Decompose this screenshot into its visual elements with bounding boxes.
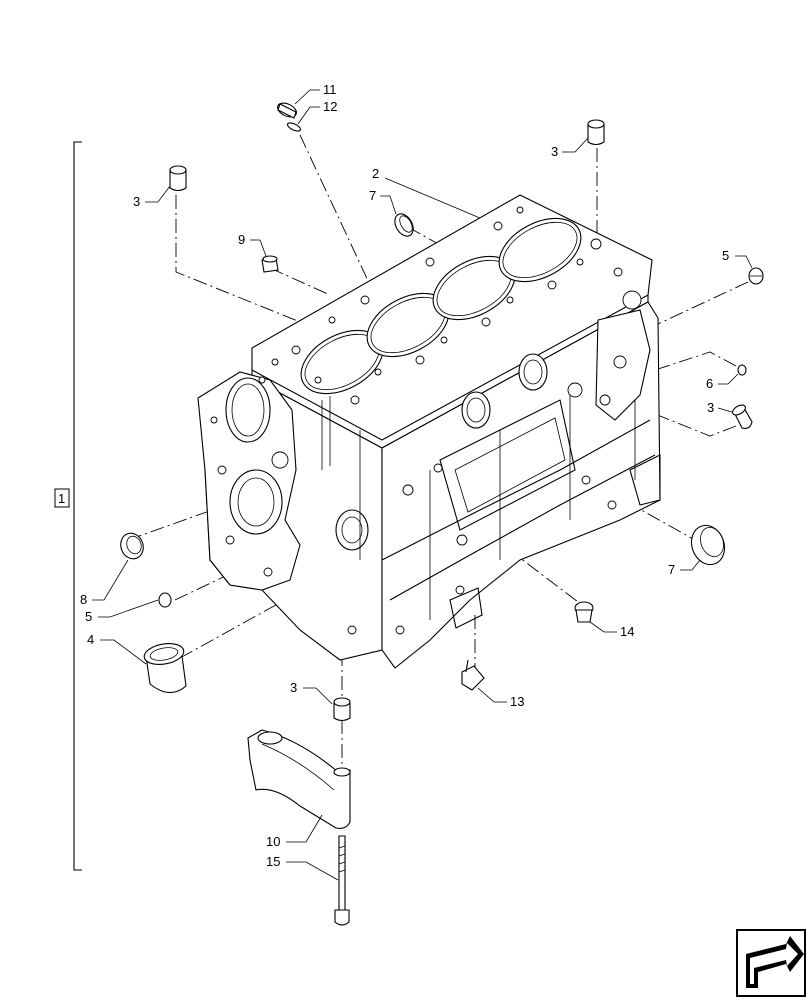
svg-text:3: 3 (707, 400, 714, 415)
callout-3-top-right: 3 (551, 137, 589, 159)
bearing-cap-item-10 (247, 729, 351, 829)
deck-holes (271, 206, 623, 405)
svg-text:7: 7 (369, 188, 376, 203)
callout-14: 14 (589, 621, 634, 639)
svg-text:6: 6 (706, 376, 713, 391)
bushing-item-7-top (394, 213, 414, 237)
group-label-box (54, 488, 70, 508)
dowel-sleeve-top-left (169, 165, 187, 192)
bearing-bushing-item-4 (143, 643, 187, 694)
svg-text:11: 11 (323, 82, 337, 97)
svg-text:14: 14 (620, 624, 634, 639)
dowel-sleeve-bottom (333, 697, 351, 722)
svg-text:3: 3 (133, 194, 140, 209)
plug-item-5-left (158, 592, 172, 608)
callout-15: 15 (266, 854, 339, 881)
svg-text:15: 15 (266, 854, 280, 869)
callout-7-right: 7 (668, 559, 701, 577)
svg-text:4: 4 (87, 632, 94, 647)
cylinder-bores (300, 217, 582, 395)
svg-text:3: 3 (290, 680, 297, 695)
bolt-item-15 (334, 835, 350, 926)
callout-3-top-left: 3 (133, 185, 171, 209)
group-label: 1 (58, 491, 65, 506)
seal-ring-item-12 (286, 122, 302, 132)
plug-item-5-right (748, 267, 764, 285)
callout-12: 12 (297, 99, 337, 125)
callout-3-right: 3 (707, 400, 733, 415)
bushing-item-8 (120, 532, 144, 560)
callout-5-right: 5 (722, 248, 753, 269)
dowel-sleeve-top-right (587, 119, 605, 146)
plug-item-9 (261, 255, 279, 273)
plug-item-11 (277, 102, 297, 119)
svg-text:3: 3 (551, 144, 558, 159)
svg-text:13: 13 (510, 694, 524, 709)
svg-text:8: 8 (80, 592, 87, 607)
bushing-item-7-right (690, 524, 726, 566)
sensor-bracket-item-13 (461, 659, 485, 691)
cylinder-block (197, 194, 661, 669)
callout-2: 2 (372, 166, 481, 219)
group-bracket: 1 (54, 141, 82, 871)
svg-text:2: 2 (372, 166, 379, 181)
svg-text:12: 12 (323, 99, 337, 114)
dowel-sleeve-right (732, 404, 753, 429)
callout-8: 8 (80, 559, 129, 607)
svg-text:5: 5 (85, 609, 92, 624)
callout-11: 11 (294, 82, 337, 105)
callout-10: 10 (266, 814, 323, 849)
svg-text:7: 7 (668, 562, 675, 577)
callout-7-top: 7 (369, 188, 397, 215)
callout-6: 6 (706, 373, 739, 391)
svg-text:9: 9 (238, 232, 245, 247)
callout-5-left: 5 (85, 599, 159, 624)
plug-item-14 (574, 601, 594, 623)
callout-3-bottom: 3 (290, 680, 333, 705)
svg-text:5: 5 (722, 248, 729, 263)
svg-text:10: 10 (266, 834, 280, 849)
callout-13: 13 (477, 687, 524, 709)
next-page-arrow-icon[interactable] (736, 929, 806, 997)
plug-item-6 (737, 364, 747, 376)
callout-4: 4 (87, 632, 147, 665)
callout-9: 9 (238, 232, 267, 257)
